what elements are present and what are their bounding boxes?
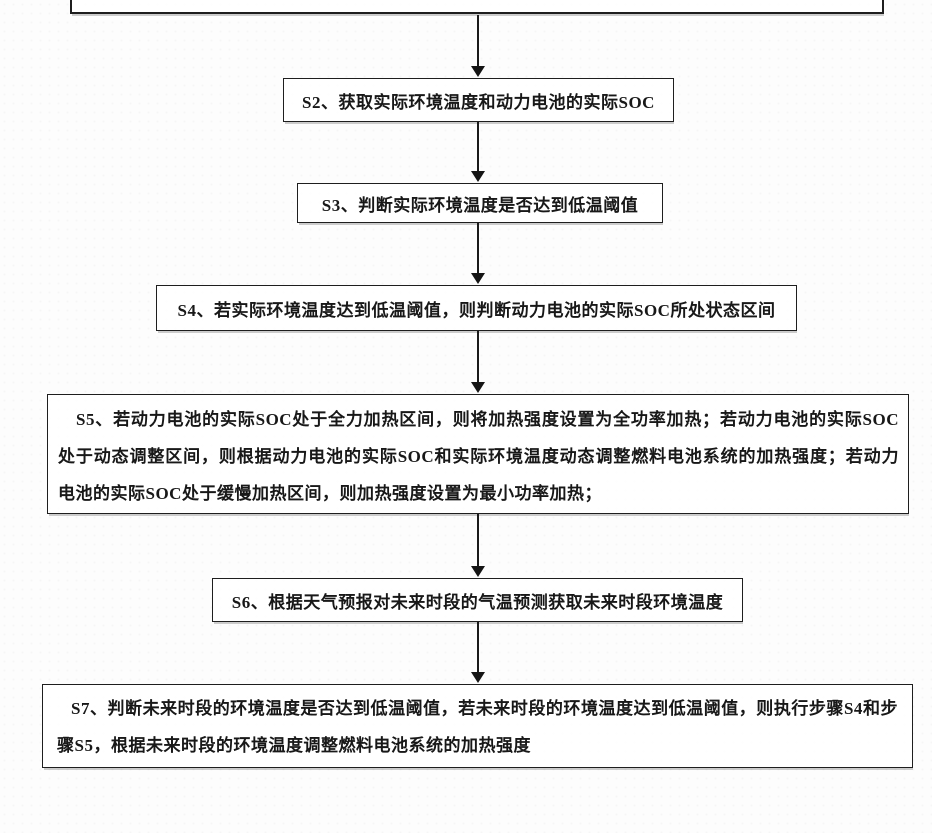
flow-node-s3: S3、判断实际环境温度是否达到低温阈值 xyxy=(297,183,663,223)
flow-node-s4: S4、若实际环境温度达到低温阈值，则判断动力电池的实际SOC所处状态区间 xyxy=(156,285,797,331)
arrow-shaft xyxy=(476,15,479,66)
flow-arrow-s2-to-s3 xyxy=(470,122,485,182)
flow-node-s2: S2、获取实际环境温度和动力电池的实际SOC xyxy=(283,78,674,122)
flow-node-s7: S7、判断未来时段的环境温度是否达到低温阈值，若未来时段的环境温度达到低温阈值，… xyxy=(42,684,913,768)
arrow-down-icon xyxy=(470,382,485,393)
flow-node-s5-label: S5、若动力电池的实际SOC处于全力加热区间，则将加热强度设置为全功率加热；若动… xyxy=(58,410,899,503)
flow-node-s6: S6、根据天气预报对未来时段的气温预测获取未来时段环境温度 xyxy=(212,578,743,622)
flow-arrow-s3-to-s4 xyxy=(470,223,485,284)
flow-arrow-s4-to-s5 xyxy=(470,331,485,393)
arrow-down-icon xyxy=(470,273,485,284)
arrow-shaft xyxy=(476,622,479,672)
arrow-down-icon xyxy=(470,672,485,683)
flow-node-s7-label: S7、判断未来时段的环境温度是否达到低温阈值，若未来时段的环境温度达到低温阈值，… xyxy=(57,699,898,755)
flow-arrow-s5-to-s6 xyxy=(470,514,485,577)
arrow-down-icon xyxy=(470,566,485,577)
arrow-shaft xyxy=(476,223,479,273)
arrow-down-icon xyxy=(470,66,485,77)
flow-node-s3-label: S3、判断实际环境温度是否达到低温阈值 xyxy=(321,195,639,215)
arrow-shaft xyxy=(476,122,479,171)
flow-node-s4-label: S4、若实际环境温度达到低温阈值，则判断动力电池的实际SOC所处状态区间 xyxy=(177,300,776,320)
arrow-down-icon xyxy=(470,171,485,182)
flow-node-s6-label: S6、根据天气预报对未来时段的气温预测获取未来时段环境温度 xyxy=(231,592,724,612)
flow-node-top-cutoff xyxy=(70,0,884,14)
arrow-shaft xyxy=(476,514,479,566)
flow-arrow-s6-to-s7 xyxy=(470,622,485,683)
flow-node-s2-label: S2、获取实际环境温度和动力电池的实际SOC xyxy=(302,92,655,112)
flow-arrow-top-to-s2 xyxy=(470,15,485,77)
flow-node-s5: S5、若动力电池的实际SOC处于全力加热区间，则将加热强度设置为全功率加热；若动… xyxy=(47,394,909,514)
arrow-shaft xyxy=(476,331,479,382)
